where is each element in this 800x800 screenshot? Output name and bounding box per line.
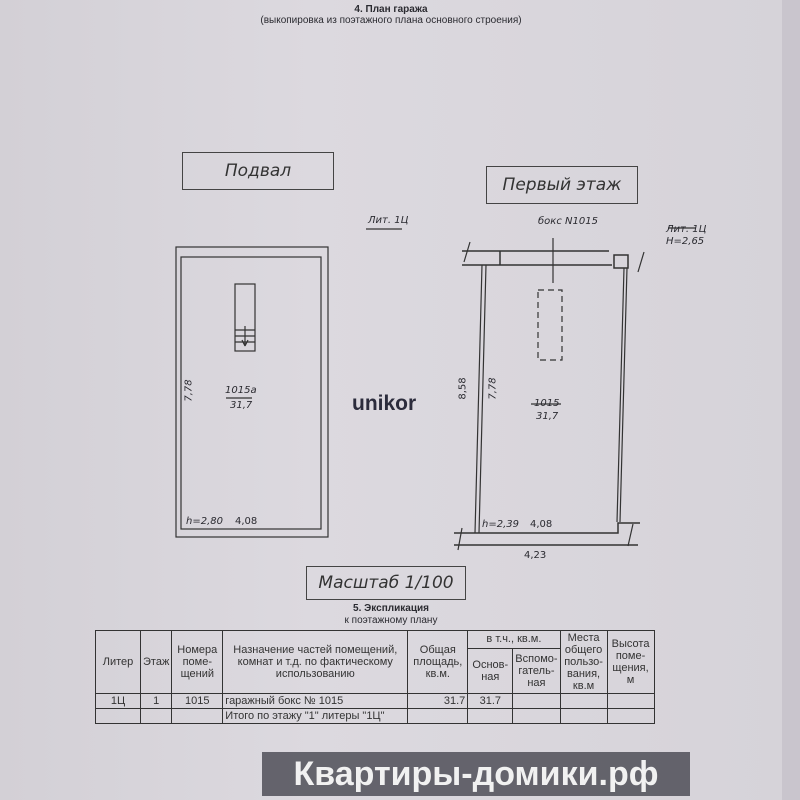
cell-floor: 1 [139,693,173,709]
cell-room-no: 1015 [171,693,224,709]
cell-common [559,693,608,709]
first-floor-lit: Лит. 1Ц [666,224,707,235]
table-row: 1Ц 1 1015 гаражный бокс № 1015 31.7 31.7 [95,693,655,709]
basement-inner-wall [180,256,322,530]
first-floor-side-dim: 7,78 [487,377,499,400]
basement-outer-wall [175,246,329,538]
cell-liter: 1Ц [95,693,141,709]
header-liter: Литер [95,630,141,694]
section-title: 4. План гаража [354,4,428,15]
first-floor-room-area: 31,7 [536,411,559,422]
first-floor-height: h=2,39 [482,519,519,530]
header-purpose: Назначение частей помещений, комнат и т.… [222,630,409,694]
header-total-area: Общая площадь, кв.м. [407,630,469,694]
explication-title: 5. Экспликация [353,603,429,614]
header-height: Высота поме-щения, м [606,630,655,694]
section-subtitle: (выкопировка из поэтажного плана основно… [260,15,522,26]
watermark-banner: Квартиры-домики.рф [262,752,690,796]
first-floor-lit-height: H=2,65 [666,236,705,247]
first-floor-outer-side-dim: 8,58 [457,377,469,400]
basement-room-number: 1015а [225,385,257,396]
basement-lit: Лит. 1Ц [368,215,409,226]
table-header-row: Литер Этаж Номера поме-щений Назначение … [95,630,655,694]
basement-label: Подвал [182,152,334,190]
stairs [234,283,256,352]
scale-label: Масштаб 1/100 [306,566,466,600]
header-floor: Этаж [139,630,173,694]
cell-purpose: гаражный бокс № 1015 [222,693,409,709]
header-room-no: Номера поме-щений [171,630,224,694]
basement-height: h=2,80 [186,516,223,527]
header-main: Основ-ная [467,647,514,694]
header-aux: Вспомо-гатель-ная [512,647,561,694]
explication-subtitle: к поэтажному плану [344,615,438,626]
floor-plans-drawing [175,227,696,551]
cell-aux [512,693,561,709]
cell-floor-total: Итого по этажу "1" литеры "1Ц" [222,708,409,724]
first-floor-outer-width: 4,23 [524,550,547,561]
cell-height [606,693,655,709]
first-floor-label: Первый этаж [486,166,638,204]
cell-main: 31.7 [467,693,514,709]
cell-total: 31.7 [407,693,469,709]
basement-side-dim: 7,78 [183,379,195,402]
header-including: в т.ч., кв.м. [467,630,561,649]
unikor-logo: unikor [352,392,417,415]
header-common-area: Места общего пользо-вания, кв.м [559,630,608,694]
table-row: Итого по этажу "1" литеры "1Ц" [95,708,655,724]
basement-width: 4,08 [235,516,258,527]
first-floor-room-number: 1015 [534,398,560,409]
basement-room-area: 31,7 [230,400,253,411]
box-number: бокс N1015 [538,216,598,227]
first-floor-width: 4,08 [530,519,553,530]
explication-table: Литер Этаж Номера поме-щений Назначение … [95,630,655,724]
